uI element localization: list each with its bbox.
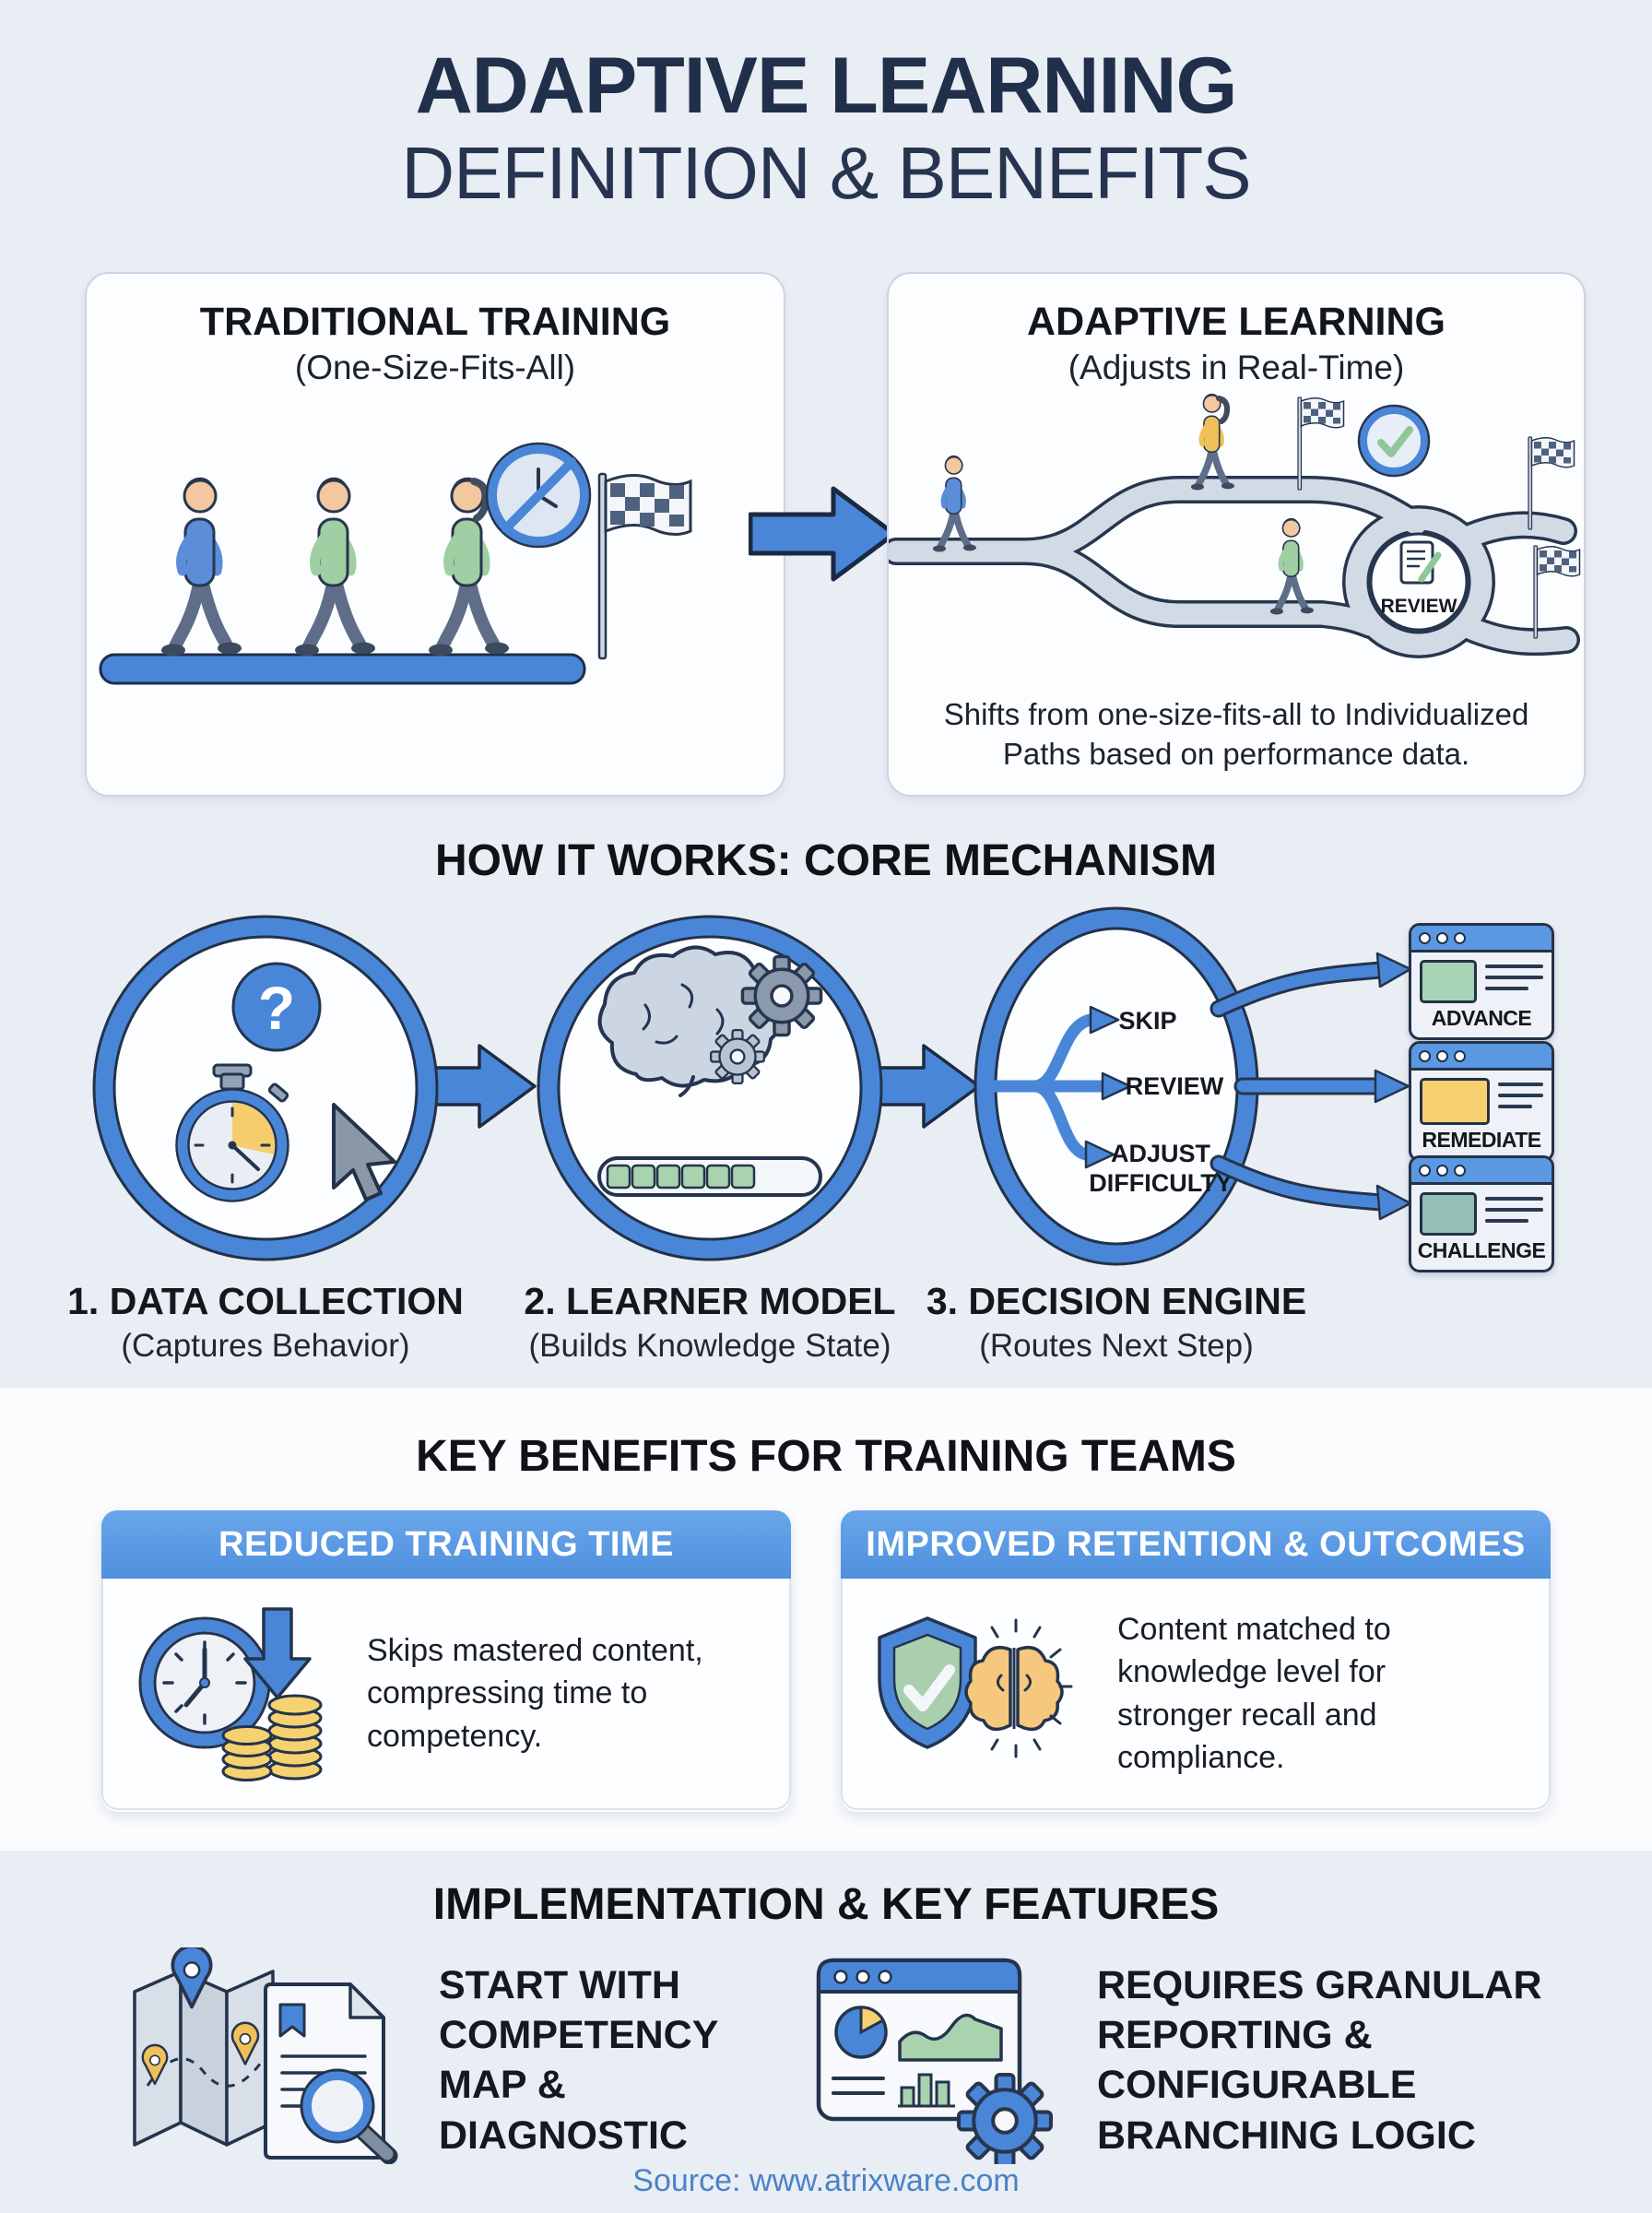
browser-dots-icon xyxy=(1411,1044,1552,1071)
adaptive-learning-illustration: REVIEW xyxy=(889,393,1581,658)
page-subtitle: DEFINITION & BENEFITS xyxy=(401,132,1251,214)
brain-gears-icon xyxy=(597,945,823,1097)
benefit-1-header: REDUCED TRAINING TIME xyxy=(101,1510,791,1579)
checkered-flag-icon xyxy=(597,472,692,660)
walking-person-blue xyxy=(933,456,976,551)
source-credit: Source: www.atrixware.com xyxy=(632,2163,1020,2198)
implementation-2-text: REQUIRES GRANULAR REPORTING & CONFIGURAB… xyxy=(1097,1963,1542,2158)
ponytail xyxy=(470,478,490,522)
browser-dots-icon xyxy=(1411,926,1552,953)
magnifier-icon xyxy=(300,2068,398,2164)
pie-chart-icon xyxy=(834,2006,888,2059)
walking-person-green xyxy=(1270,518,1314,614)
step-1-label: 1. DATA COLLECTION xyxy=(67,1280,464,1322)
implementation-1-text: START WITH COMPETENCY MAP & DIAGNOSTIC xyxy=(439,1963,718,2158)
svg-text:?: ? xyxy=(258,974,295,1042)
transition-arrow-icon xyxy=(749,486,897,582)
map-diagnostic-icon xyxy=(133,1947,398,2164)
adaptive-panel-caption: Shifts from one-size-fits-all to Individ… xyxy=(943,696,1529,772)
diagnostic-document-icon xyxy=(264,1982,398,2164)
gear-icon xyxy=(959,2075,1051,2164)
review-loop: REVIEW xyxy=(1369,532,1469,632)
text-lines-icon xyxy=(1498,1078,1543,1125)
progress-bar-icon xyxy=(597,1156,822,1197)
text-lines-icon xyxy=(1485,1192,1543,1236)
brain-half-icon xyxy=(964,1645,1064,1731)
browser-dots-icon xyxy=(833,1970,892,1984)
bar-chart-icon xyxy=(898,2073,955,2108)
output-card-advance: ADVANCE xyxy=(1409,923,1554,1040)
cursor-icon xyxy=(332,1103,396,1201)
step-2-sublabel: (Builds Knowledge State) xyxy=(528,1328,891,1364)
implementation-item-2: REQUIRES GRANULAR REPORTING & CONFIGURAB… xyxy=(809,1947,1652,2164)
benefit-2-text: Content matched to knowledge level for s… xyxy=(1117,1612,1391,1775)
traditional-training-panel: TRADITIONAL TRAINING (One-Size-Fits-All) xyxy=(85,272,785,797)
output-card-remediate: REMEDIATE xyxy=(1409,1041,1554,1162)
checkered-flag-icon xyxy=(1533,545,1581,639)
branch-adjust-label-2: DIFFICULTY xyxy=(1089,1169,1232,1197)
challenge-thumbnail xyxy=(1420,1192,1477,1236)
advance-thumbnail xyxy=(1420,960,1477,1003)
benefit-card-reduced-time: REDUCED TRAINING TIME xyxy=(101,1510,791,1812)
single-path-track xyxy=(99,653,586,685)
step-3-label: 3. DECISION ENGINE xyxy=(926,1280,1307,1322)
step-3-sublabel: (Routes Next Step) xyxy=(979,1328,1254,1364)
walking-person-green xyxy=(295,479,375,657)
decision-engine-circle: SKIP REVIEW ADJUST DIFFICULTY xyxy=(974,906,1259,1266)
mechanism-section-title: HOW IT WORKS: CORE MECHANISM xyxy=(435,836,1217,885)
adaptive-panel-title: ADAPTIVE LEARNING xyxy=(1027,300,1446,344)
review-note-icon xyxy=(1399,540,1442,585)
branching-paths xyxy=(889,476,1580,658)
remediate-label: REMEDIATE xyxy=(1422,1128,1541,1152)
step-2-label: 2. LEARNER MODEL xyxy=(524,1280,896,1322)
area-chart-icon xyxy=(898,2013,1003,2062)
remediate-thumbnail xyxy=(1420,1078,1490,1125)
text-lines-icon xyxy=(1485,960,1543,1003)
adaptive-learning-panel: ADAPTIVE LEARNING (Adjusts in Real-Time) xyxy=(887,272,1586,797)
benefits-section-title: KEY BENEFITS FOR TRAINING TEAMS xyxy=(416,1432,1236,1481)
branch-arrows xyxy=(987,1013,1109,1161)
benefit-card-retention: IMPROVED RETENTION & OUTCOMES xyxy=(841,1510,1551,1812)
radiating-dashes xyxy=(990,1618,1073,1757)
mechanism-diagram: ? xyxy=(92,906,1412,1266)
implementation-section-title: IMPLEMENTATION & KEY FEATURES xyxy=(432,1880,1220,1929)
branch-adjust-label-1: ADJUST xyxy=(1111,1140,1211,1167)
browser-dots-icon xyxy=(1411,1158,1552,1185)
ponytail xyxy=(1216,396,1231,424)
challenge-label: CHALLENGE xyxy=(1417,1238,1546,1262)
step-1-sublabel: (Captures Behavior) xyxy=(121,1328,410,1364)
text-lines-icon xyxy=(832,2077,885,2095)
coin-stacks xyxy=(221,1694,323,1781)
output-arrows xyxy=(1210,952,1412,1221)
adaptive-panel-subtitle: (Adjusts in Real-Time) xyxy=(1068,349,1405,386)
question-badge-icon: ? xyxy=(231,962,322,1052)
clock-coins-icon xyxy=(138,1606,323,1781)
advance-label: ADVANCE xyxy=(1431,1006,1532,1030)
walking-person-blue xyxy=(161,479,242,657)
traditional-training-illustration xyxy=(99,442,692,685)
stopwatch-icon xyxy=(175,1063,289,1202)
learner-model-circle xyxy=(537,915,883,1261)
shield-brain-icon xyxy=(878,1615,1073,1757)
page-title: ADAPTIVE LEARNING xyxy=(415,41,1238,130)
traditional-panel-title: TRADITIONAL TRAINING xyxy=(199,300,671,344)
check-clock-icon xyxy=(1357,404,1431,478)
folded-map-icon xyxy=(133,1947,275,2147)
traditional-panel-subtitle: (One-Size-Fits-All) xyxy=(294,349,576,386)
reporting-gear-icon xyxy=(816,1958,1058,2164)
implementation-item-1: START WITH COMPETENCY MAP & DIAGNOSTIC xyxy=(127,1947,808,2164)
benefit-1-text: Skips mastered content, compressing time… xyxy=(367,1633,703,1754)
data-collection-circle: ? xyxy=(92,915,439,1261)
review-label: REVIEW xyxy=(1381,596,1457,617)
no-time-clock-icon xyxy=(485,442,592,549)
branch-review-label: REVIEW xyxy=(1126,1072,1224,1100)
benefit-2-header: IMPROVED RETENTION & OUTCOMES xyxy=(841,1510,1551,1579)
output-card-challenge: CHALLENGE xyxy=(1409,1155,1554,1272)
branch-skip-label: SKIP xyxy=(1118,1007,1176,1035)
